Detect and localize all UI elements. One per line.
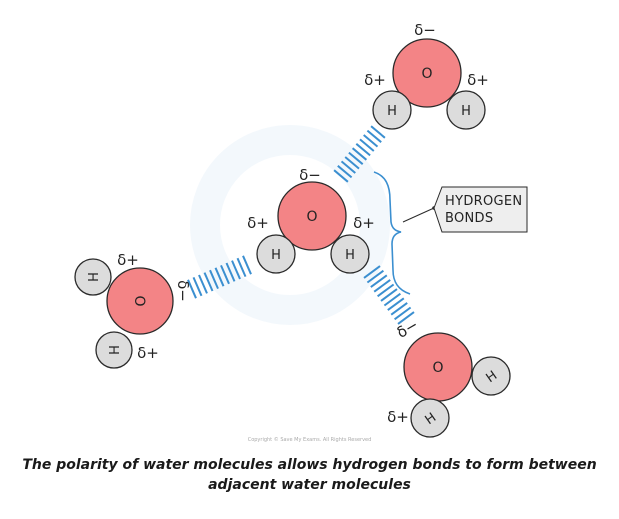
- water-molecule-center: O H H δ− δ+ δ+: [247, 166, 375, 274]
- charge-delta-plus: δ+: [387, 408, 409, 426]
- hydrogen-bond-stroke: [380, 288, 398, 302]
- oxygen-symbol: O: [421, 66, 432, 82]
- hydrogen-bond-top: [333, 125, 386, 183]
- charge-delta-plus: δ+: [247, 214, 269, 232]
- oxygen-atom: [392, 38, 462, 108]
- hydrogen-bond-stroke: [355, 143, 371, 157]
- hydrogen-bond-stroke: [359, 138, 375, 152]
- hydrogen-bond-stroke: [337, 165, 353, 179]
- hydrogen-symbol: H: [345, 248, 355, 263]
- hydrogen-bond-stroke: [231, 260, 241, 280]
- hydrogen-bond-stroke: [220, 265, 230, 285]
- hydrogen-bond-stroke: [333, 169, 349, 183]
- label-line-2: BONDS: [445, 211, 493, 226]
- hydrogen-bond-stroke: [394, 306, 412, 321]
- hydrogen-bond-stroke: [397, 311, 415, 325]
- copyright-notice: Copyright © Save My Exams. All Rights Re…: [247, 437, 372, 443]
- charge-delta-plus: δ+: [117, 251, 139, 269]
- hydrogen-bond-stroke: [373, 279, 391, 293]
- hydrogen-bond-stroke: [387, 297, 405, 311]
- hydrogen-bond-stroke: [370, 125, 386, 139]
- water-molecule-bottom-right: O H H δ+ δ−: [387, 315, 511, 438]
- hydrogen-bond-stroke: [340, 160, 356, 174]
- hydrogen-bond-stroke: [363, 265, 381, 279]
- hydrogen-bond-stroke: [383, 292, 401, 307]
- hydrogen-atom-right: [471, 356, 511, 396]
- hydrogen-bond-stroke: [348, 151, 364, 165]
- figure-caption: The polarity of water molecules allows h…: [22, 457, 597, 493]
- hydrogen-symbol: H: [271, 248, 281, 263]
- watermark-logo: [190, 125, 390, 325]
- hydrogen-bond-stroke: [192, 277, 203, 297]
- oxygen-symbol: O: [432, 360, 443, 376]
- charge-delta-plus: δ+: [467, 71, 489, 89]
- hydrogen-atom-bottom: [95, 331, 133, 369]
- hydrogen-bond-brace: [373, 171, 411, 295]
- hydrogen-bond-stroke: [366, 269, 384, 284]
- water-molecule-top: O H H δ− δ+ δ+: [364, 21, 489, 130]
- hydrogen-bond-stroke: [214, 267, 225, 287]
- hydrogen-bond-left: [187, 255, 252, 299]
- hydrogen-bond-stroke: [370, 274, 388, 288]
- label-line-1: HYDROGEN: [445, 194, 522, 209]
- hydrogen-bond-stroke: [366, 129, 382, 143]
- hydrogen-atom-top: [74, 258, 112, 296]
- hydrogen-bond-stroke: [344, 156, 360, 170]
- oxygen-atom: [106, 267, 174, 335]
- hydrogen-bond-stroke: [187, 279, 197, 299]
- hydrogen-bond-stroke: [363, 134, 379, 148]
- charge-delta-plus: δ+: [353, 214, 375, 232]
- hydrogen-atom-right: [446, 90, 486, 130]
- charge-delta-minus-rotated: δ−: [174, 280, 192, 302]
- hydrogen-bond-stroke: [209, 269, 219, 289]
- hydrogen-atom-bottom: [410, 398, 450, 438]
- hydrogen-atom-right: [330, 234, 370, 274]
- hydrogen-bond-stroke: [225, 262, 236, 282]
- charge-delta-minus: δ−: [414, 21, 436, 39]
- charge-delta-minus: δ−: [299, 166, 321, 184]
- hydrogen-bond-stroke: [242, 255, 252, 275]
- oxygen-symbol: O: [131, 295, 147, 306]
- hydrogen-atom-left: [256, 234, 296, 274]
- hydrogen-bond-stroke: [351, 147, 368, 161]
- label-box: [433, 186, 528, 233]
- water-molecule-left: O H H δ+ δ+ δ−: [74, 251, 192, 369]
- hydrogen-atom-left: [372, 90, 412, 130]
- label-pointer-line: [402, 207, 435, 223]
- charge-delta-plus: δ+: [364, 71, 386, 89]
- hydrogen-symbol: H: [105, 345, 120, 355]
- hydrogen-bond-stroke: [377, 283, 395, 298]
- hydrogen-bond-stroke: [203, 272, 214, 292]
- oxygen-atom: [277, 181, 347, 251]
- hydrogen-bond-stroke: [390, 302, 408, 316]
- oxygen-symbol: O: [306, 209, 317, 225]
- hydrogen-symbol: H: [461, 104, 471, 119]
- hydrogen-bond-stroke: [236, 257, 247, 277]
- hydrogen-symbol: H: [84, 272, 99, 282]
- hydrogen-bond-bottom: [363, 265, 415, 325]
- charge-delta-plus: δ+: [137, 344, 159, 362]
- hydrogen-bonds-label: HYDROGEN BONDS: [433, 186, 528, 233]
- hydrogen-bond-stroke: [198, 274, 208, 294]
- charge-delta-minus-rotated: δ−: [394, 315, 422, 341]
- hydrogen-symbol: H: [387, 104, 397, 119]
